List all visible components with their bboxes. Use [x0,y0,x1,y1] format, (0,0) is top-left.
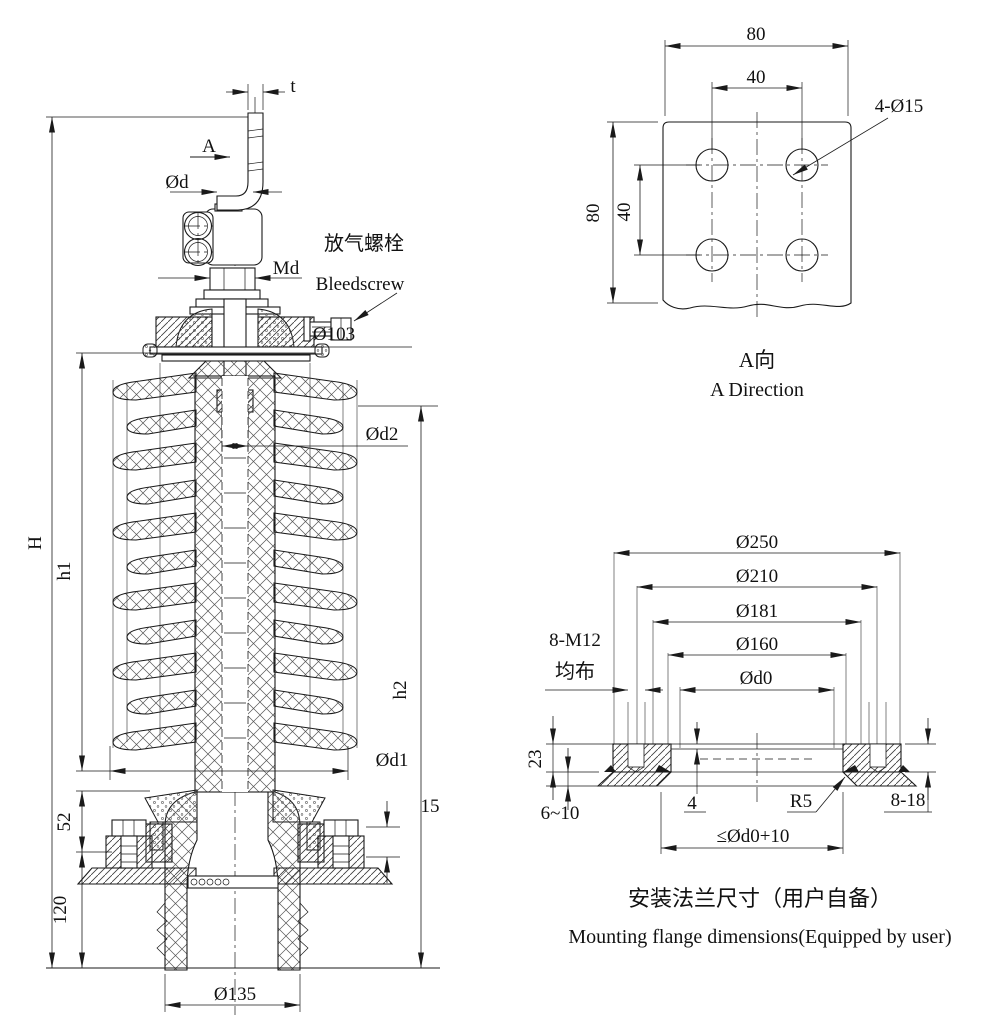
dim-label-4-phi15: 4-Ø15 [875,96,924,117]
dim-label-40-left: 40 [614,203,635,222]
flange-dimensions [545,550,936,854]
conductor-break-ticks [247,128,264,172]
holes-leader [792,117,889,176]
main-labels: t A Ød Md 放气螺栓 Bleedscrew Ø103 Ød2 H h1 … [25,76,440,1005]
dim-label-h2: h2 [390,681,411,700]
mounting-flange-view: Ø250 Ø210 Ø181 Ø160 Ød0 8-M12 均布 23 6~10… [525,532,952,948]
dim-label-52: 52 [54,813,75,832]
dim-label-phi-d2: Ød2 [366,424,399,445]
dim-label-80-top: 80 [747,24,766,45]
bolt-shaft-right [332,835,350,869]
dim-label-phi160: Ø160 [736,634,778,655]
dim-label-phi103: Ø103 [313,324,355,345]
dim-label-6-10: 6~10 [541,803,580,824]
bore-ladder-marks [224,457,246,739]
dim-label-4: 4 [687,793,697,814]
contact-bar-hole [222,878,230,886]
a-view-dimensions [607,40,889,304]
bleedscrew-washer [303,316,311,342]
dim-label-40-top: 40 [747,67,766,88]
core-bore [222,376,248,792]
tail-thread-left [156,902,168,957]
dim-label-r5: R5 [790,791,812,812]
dim-label-H: H [25,536,46,550]
bolt-head-right [323,819,359,837]
clamp-band-2 [161,354,311,362]
a-direction-view: 80 40 4-Ø15 80 40 A向 A Direction [583,24,923,401]
bolt-head-left [111,819,147,837]
tapped-hole-right [869,743,887,768]
hex-nut-facets [223,268,246,290]
dim-label-t: t [290,76,296,97]
base-plate-left [76,867,197,885]
bolt-shaft-left-threads [121,845,137,863]
bolt-shaft-left [120,835,138,869]
a-view-title-cn: A向 [739,348,775,372]
shed-tip-lines [112,363,358,748]
flange-title-en: Mounting flange dimensions(Equipped by u… [568,926,951,948]
main-view: t A Ød Md 放气螺栓 Bleedscrew Ø103 Ød2 H h1 … [25,76,440,1015]
clamp-cap-left [142,343,158,358]
base-plate-right [273,867,394,885]
conductor-bar [216,112,264,211]
contact-bar-hole [214,878,222,886]
pad-centerlines [686,112,828,320]
bleedscrew-threads [312,326,331,333]
dim-label-8-18: 8-18 [891,790,926,811]
bleedscrew-leader [353,292,398,322]
terminal-assembly [182,112,264,267]
clamp-cap-right [314,343,330,358]
bolt-shaft-right-threads [333,845,349,863]
view-marker-a: A [202,136,216,157]
dim-label-h1: h1 [54,562,75,581]
flange-plate-left [596,771,673,787]
dim-label-23: 23 [525,750,546,769]
bleedscrew-label-cn: 放气螺栓 [324,232,404,255]
dim-label-80-left: 80 [583,204,604,223]
tapped-hole-left [627,743,645,768]
dim-label-phi250: Ø250 [736,532,778,553]
insulator-body [112,360,358,793]
dim-label-phi210: Ø210 [736,566,778,587]
a-view-title-en: A Direction [710,379,804,401]
nut-collar [203,289,261,300]
dim-label-phi-d0: Ød0 [740,668,773,689]
bolt-head-left-facets [122,820,135,836]
contact-bar-hole [206,878,214,886]
hole-centermarks [184,213,213,263]
tail-thread-right [297,902,309,957]
dim-label-phi-d1: Ød1 [376,750,409,771]
contact-bar-hole [198,878,206,886]
dim-label-phi-d: Ød [165,172,189,193]
r5-leader [815,776,846,813]
flange-labels: Ø250 Ø210 Ø181 Ø160 Ød0 8-M12 均布 23 6~10… [525,532,952,948]
bolt-spec-line2: 均布 [555,660,595,683]
flange-title-cn: 安装法兰尺寸（用户自备） [628,886,892,911]
dim-label-md: Md [273,258,300,279]
bleedscrew-label-en: Bleedscrew [316,274,405,295]
bolt-head-right-facets [334,820,347,836]
contact-bar-hole [190,878,198,886]
dim-label-max-d0: ≤Ød0+10 [717,826,790,847]
contact-bar [187,875,279,889]
cement-shoulder-left [144,789,198,823]
bolt-spec-line1: 8-M12 [549,630,601,651]
dim-label-phi181: Ø181 [736,601,778,622]
main-dimensions [46,84,440,1012]
a-view-labels: 80 40 4-Ø15 80 40 A向 A Direction [583,24,923,401]
dim-label-phi135: Ø135 [214,984,256,1005]
cap-block-left [155,316,213,348]
dim-label-120: 120 [50,896,71,925]
base-assembly [76,789,394,971]
cement-shoulder-right [272,789,326,823]
flange-plate-right [841,771,918,787]
hex-nut [209,267,256,291]
dim-label-15: 15 [421,796,440,817]
